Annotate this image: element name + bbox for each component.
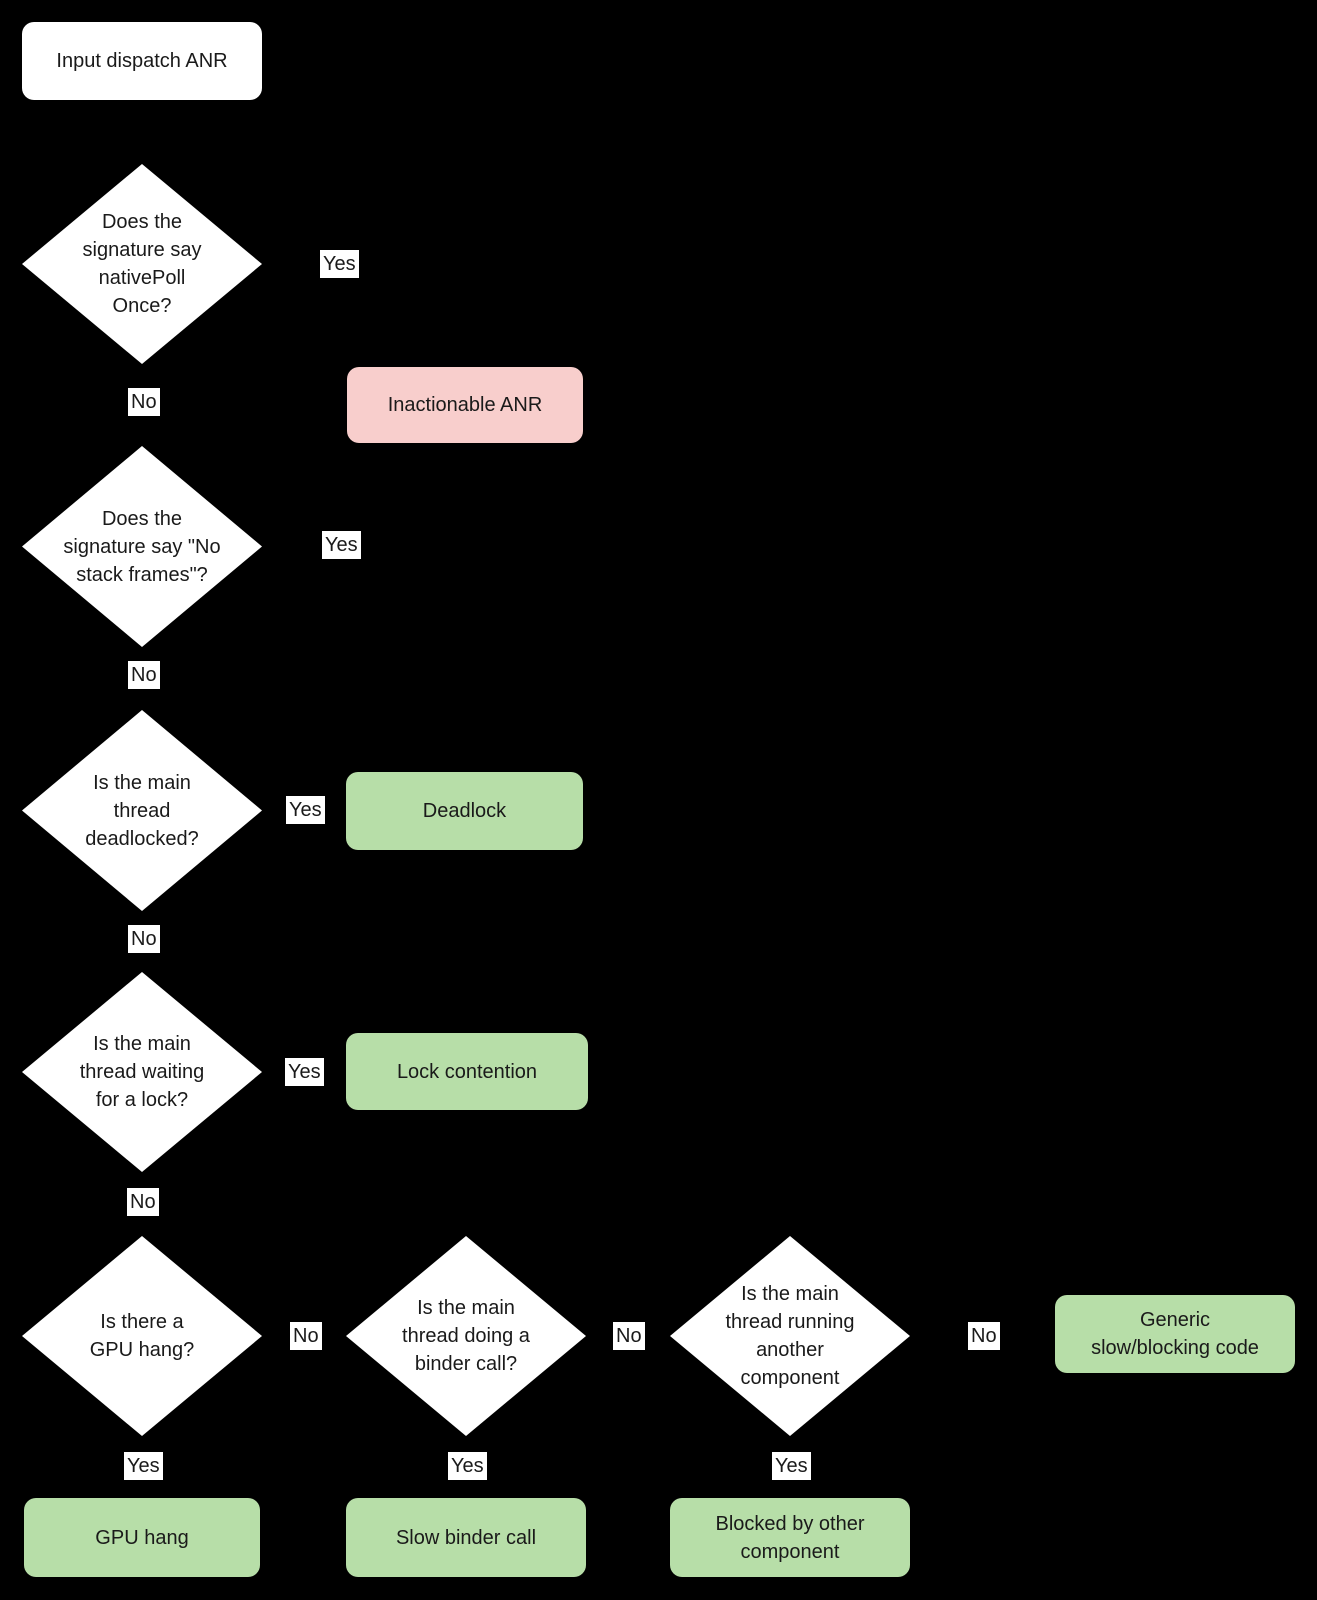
outcome-blocked-by-other-component: Blocked by other component [670, 1498, 910, 1577]
outcome-gpu-hang: GPU hang [24, 1498, 260, 1577]
decision-gpu-hang: Is there a GPU hang? [22, 1236, 262, 1436]
node-label: Lock contention [396, 1060, 538, 1083]
node-label: Deadlock [422, 800, 507, 822]
decision-binder-call: Is the main thread doing a binder call? [346, 1236, 586, 1436]
edge-label-no: No [128, 925, 160, 953]
edge-label-no: No [128, 661, 160, 689]
outcome-inactionable-anr: Inactionable ANR [347, 367, 583, 443]
node-label: GPU hang [95, 1526, 189, 1549]
edge-label-yes: Yes [448, 1452, 487, 1480]
decision-signature-no-stack-frames: Does the signature say "No stack frames"… [22, 446, 262, 647]
outcome-slow-binder-call: Slow binder call [346, 1498, 586, 1577]
decision-main-thread-deadlocked: Is the main thread deadlocked? [22, 710, 262, 911]
decision-running-another-component: Is the main thread running another compo… [670, 1236, 910, 1436]
node-label: Is there a GPU hang? [89, 1311, 195, 1361]
edge-label-no: No [613, 1322, 645, 1350]
node-label: Slow binder call [395, 1526, 537, 1549]
edge-label-yes: Yes [772, 1452, 811, 1480]
node-label: Input dispatch ANR [56, 50, 228, 72]
edge-label-no: No [127, 1188, 159, 1216]
node-label: Does the signature say nativePoll Once? [82, 211, 202, 317]
node-label: Generic slow/blocking code [1091, 1309, 1259, 1359]
edge-label-yes: Yes [124, 1452, 163, 1480]
outcome-deadlock: Deadlock [346, 772, 583, 850]
edge-label-no: No [128, 388, 160, 416]
node-label: Is the main thread waiting for a lock? [79, 1033, 205, 1111]
decision-main-thread-waiting-lock: Is the main thread waiting for a lock? [22, 972, 262, 1172]
edge-label-yes: Yes [320, 250, 359, 278]
outcome-generic-slow-blocking-code: Generic slow/blocking code [1055, 1295, 1295, 1373]
node-label: Does the signature say "No stack frames"… [63, 507, 221, 586]
decision-signature-nativepollonce: Does the signature say nativePoll Once? [22, 164, 262, 364]
edge-label-yes: Yes [285, 1058, 324, 1086]
edge-label-no: No [968, 1322, 1000, 1350]
edge-label-yes: Yes [286, 796, 325, 824]
node-label: Is the main thread doing a binder call? [402, 1297, 530, 1375]
node-input-dispatch-anr: Input dispatch ANR [22, 22, 262, 100]
node-label: Is the main thread deadlocked? [85, 771, 199, 850]
node-label: Blocked by other component [715, 1512, 865, 1563]
edge-label-yes: Yes [322, 531, 361, 559]
outcome-lock-contention: Lock contention [346, 1033, 588, 1110]
node-label: Inactionable ANR [387, 394, 543, 416]
node-label: Is the main thread running another compo… [725, 1283, 855, 1389]
edge-label-no: No [290, 1322, 322, 1350]
